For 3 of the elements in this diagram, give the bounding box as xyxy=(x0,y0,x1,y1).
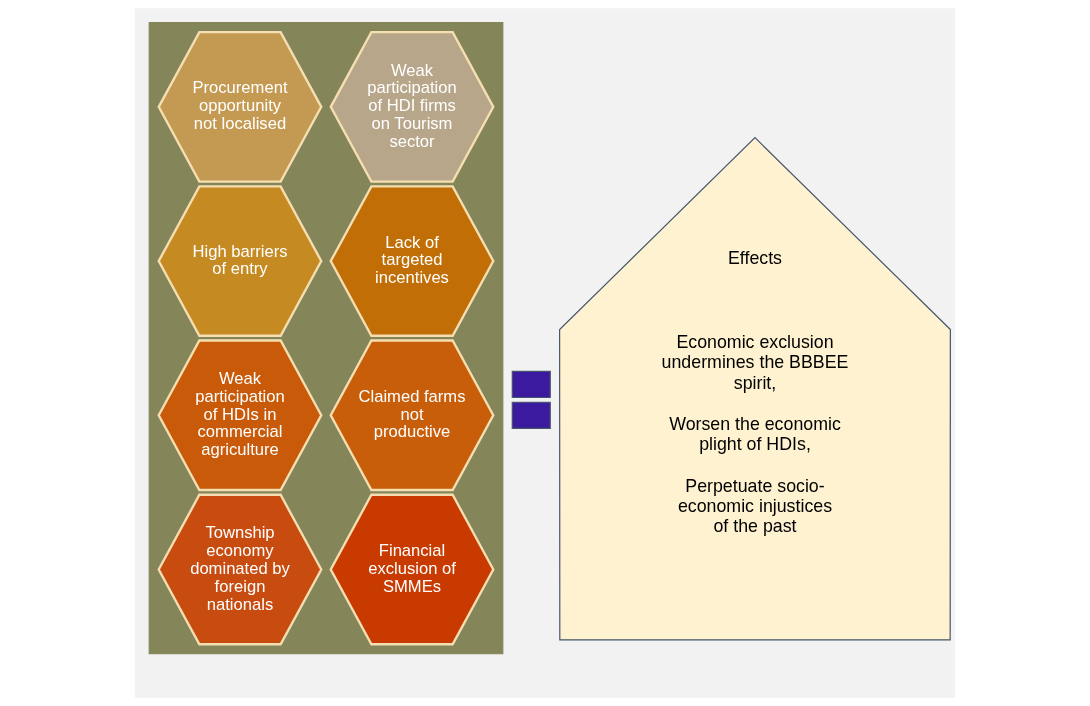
cluster xyxy=(148,22,504,655)
node-bar xyxy=(511,401,551,429)
node-bar xyxy=(511,370,551,399)
